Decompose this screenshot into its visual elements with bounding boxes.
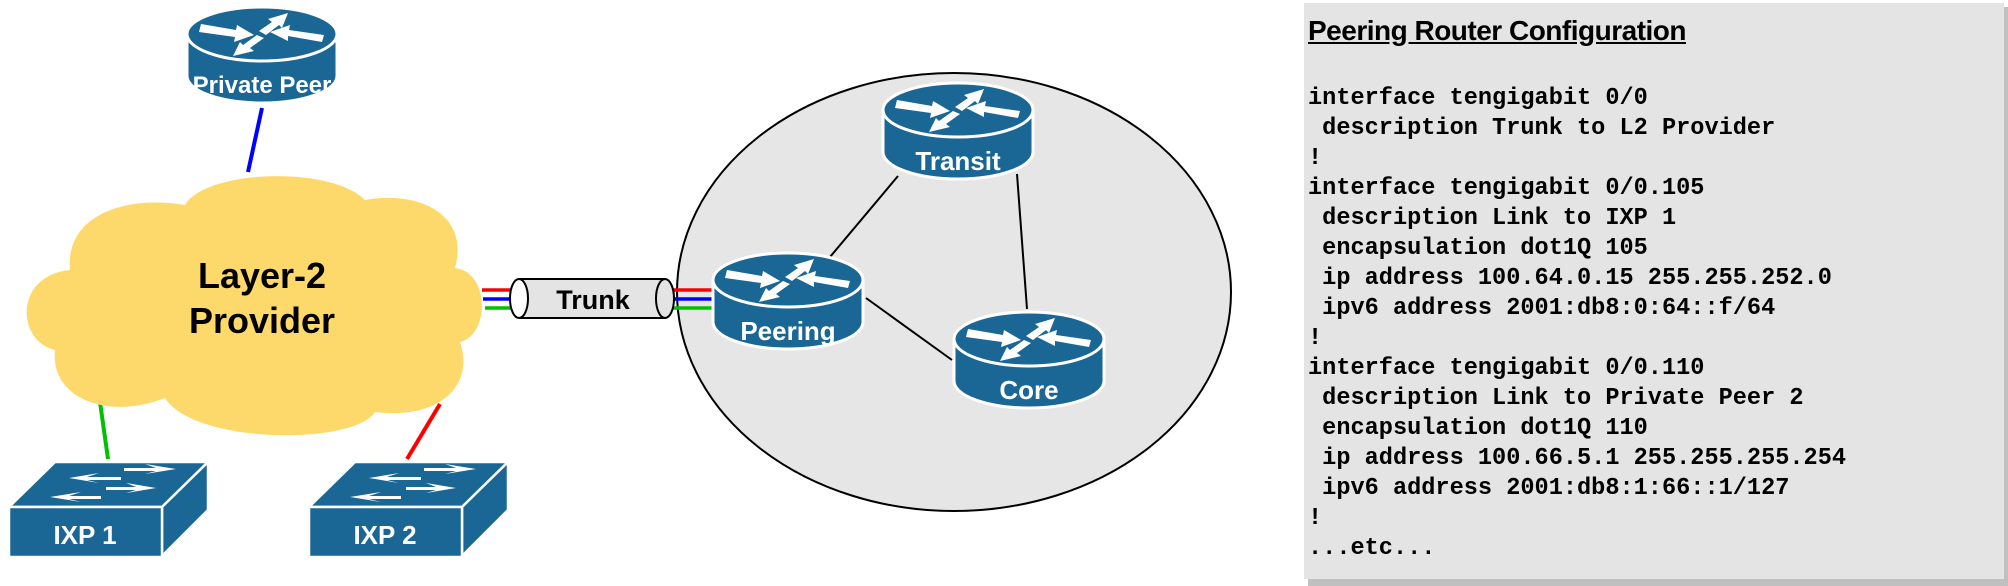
router-private-peer: Private Peer [185,5,339,105]
trunk-label: Trunk [556,285,630,315]
network-boundary [676,72,1232,512]
config-line: description Link to IXP 1 [1308,205,1677,232]
config-lines: interface tengigabit 0/0 description Tru… [1308,84,2004,564]
router-label: Private Peer [193,72,332,99]
network-diagram: Layer-2 Provider Trunk Private Peer Tran… [7,5,1232,559]
config-line: ! [1308,505,1323,532]
config-panel: Peering Router Configuration interface t… [1304,3,2004,579]
config-line: ! [1308,145,1323,172]
link-peering-core [865,297,953,361]
tube-icon [509,278,675,319]
config-line: ipv6 address 2001:db8:0:64::f/64 [1308,295,1776,322]
link-ixp2-cloud [405,402,442,461]
cloud-label-line1: Layer-2 [198,255,326,296]
router-transit: Transit [881,81,1035,181]
switch-ixp2: IXP 2 [307,460,510,559]
switch-label: IXP 2 [353,520,416,550]
link-private-peer-cloud [246,107,264,173]
config-line: ...etc... [1308,535,1436,562]
trunk: Trunk [509,278,675,319]
config-line: description Trunk to L2 Provider [1308,115,1776,142]
cloud-label-line2: Provider [189,300,335,341]
link-peering-transit [829,175,899,258]
trunk-vlan-lines-right [672,288,712,310]
config-line: ip address 100.66.5.1 255.255.255.254 [1308,445,1847,472]
config-title: Peering Router Configuration [1308,15,1687,46]
config-line: ! [1308,325,1323,352]
router-label: Core [999,375,1058,405]
router-label: Peering [740,316,835,346]
config-line: ipv6 address 2001:db8:1:66::1/127 [1308,475,1790,502]
config-line: interface tengigabit 0/0.105 [1308,175,1705,202]
link-ixp1-cloud [98,401,110,460]
router-label: Transit [915,146,1001,176]
config-line: interface tengigabit 0/0.110 [1308,355,1705,382]
config-line: ip address 100.64.0.15 255.255.252.0 [1308,265,1832,292]
cloud-icon [26,176,482,436]
link-transit-core [1016,173,1028,310]
switch-label: IXP 1 [53,520,116,550]
config-line: description Link to Private Peer 2 [1308,385,1804,412]
config-line: encapsulation dot1Q 110 [1308,415,1648,442]
trunk-vlan-lines-left [482,288,512,310]
config-line: encapsulation dot1Q 105 [1308,235,1648,262]
router-peering: Peering [711,251,865,351]
switch-ixp1: IXP 1 [7,460,210,559]
layer2-provider-cloud: Layer-2 Provider [26,176,482,436]
router-core: Core [952,310,1106,410]
config-line: interface tengigabit 0/0 [1308,85,1648,112]
